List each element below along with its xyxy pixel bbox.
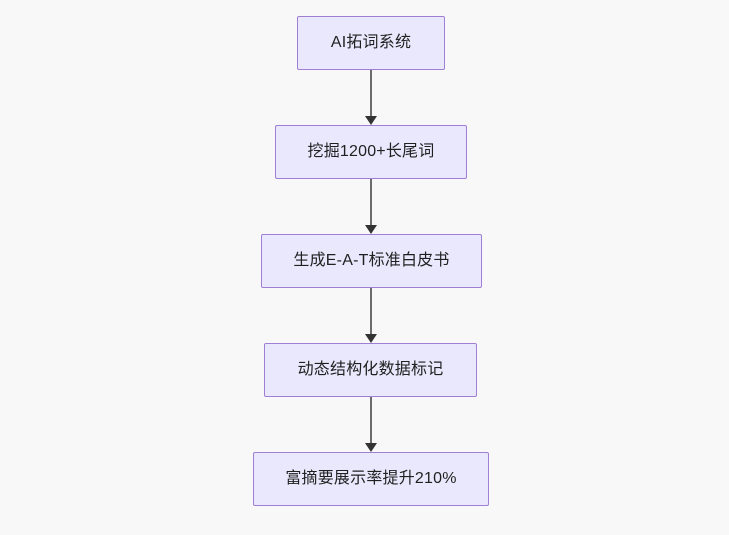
arrowhead-icon [365, 334, 377, 343]
flow-connector-3 [363, 288, 379, 343]
flow-node-label: 生成E-A-T标准白皮书 [293, 252, 450, 270]
connector-line [370, 288, 372, 335]
flow-connector-2 [363, 179, 379, 234]
flow-node-label: 富摘要展示率提升210% [285, 470, 457, 488]
flow-node-rich-snippet-impression-lift[interactable]: 富摘要展示率提升210% [253, 452, 489, 506]
flow-node-dynamic-structured-data-markup[interactable]: 动态结构化数据标记 [264, 343, 477, 397]
flow-node-label: AI拓词系统 [330, 34, 412, 52]
connector-line [370, 179, 372, 226]
arrowhead-icon [365, 116, 377, 125]
flow-node-label: 挖掘1200+长尾词 [307, 143, 435, 161]
flow-connector-1 [363, 70, 379, 125]
flow-connector-4 [363, 397, 379, 452]
arrowhead-icon [365, 225, 377, 234]
connector-line [370, 70, 372, 117]
flow-node-label: 动态结构化数据标记 [297, 361, 444, 379]
arrowhead-icon [365, 443, 377, 452]
flow-node-ai-keyword-system[interactable]: AI拓词系统 [297, 16, 445, 70]
flow-node-mine-longtail-keywords[interactable]: 挖掘1200+长尾词 [275, 125, 467, 179]
flow-node-generate-eat-whitepaper[interactable]: 生成E-A-T标准白皮书 [261, 234, 482, 288]
connector-line [370, 397, 372, 444]
